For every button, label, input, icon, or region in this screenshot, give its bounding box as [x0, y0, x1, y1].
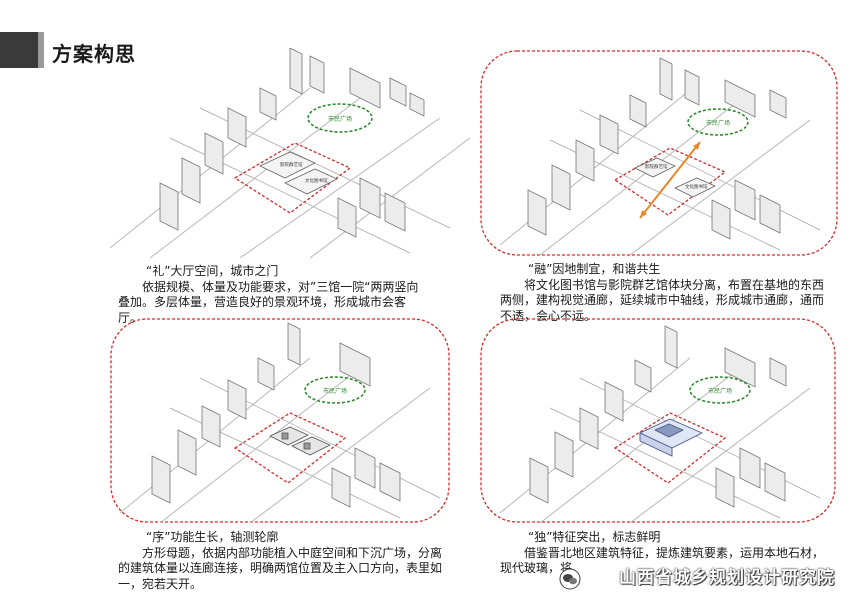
- site-model-xu: 市民广场: [110, 318, 450, 523]
- site-model-rong: 市民广场 影院群艺馆 文化图书馆: [480, 50, 838, 256]
- plaza-label: 市民广场: [323, 387, 347, 395]
- caption-title: “独”特征突出，标志鲜明: [528, 530, 661, 544]
- watermark-text: 山西省城乡规划设计研究院: [619, 568, 835, 588]
- caption-body: 方形母题，依据内部功能植入中庭空间和下沉广场，分离的建筑体量以连廊连接，明确两馆…: [118, 545, 443, 591]
- building-label: 影院群艺馆: [645, 163, 668, 170]
- plaza-label: 市民广场: [706, 119, 730, 127]
- panel-du: 市民广场: [480, 318, 836, 523]
- building-label: 影院群艺馆: [280, 161, 303, 168]
- wechat-icon: [559, 568, 581, 590]
- plaza-circle: [687, 108, 749, 136]
- site-boundary: [613, 412, 727, 484]
- site-boundary: [233, 412, 347, 484]
- caption-du: “独”特征突出，标志鲜明 借鉴晋北地区建筑特征，提炼建筑要素，运用本地石材，现代…: [500, 530, 835, 577]
- caption-rong: “融”因地制宜，和谐共生 将文化图书馆与影院群艺馆体块分离，布置在基地的东西两侧…: [500, 262, 830, 324]
- site-model-li: 市民广场 影院群艺馆 文化图书馆: [110, 48, 470, 258]
- caption-xu: “序”功能生长，轴测轮廓 方形母题，依据内部功能植入中庭空间和下沉广场，分离的建…: [118, 530, 453, 592]
- caption-li: “礼”大厅空间，城市之门 依据规模、体量及功能要求，对”三馆一院“两两竖向叠加。…: [118, 264, 428, 326]
- page-title: 方案构思: [52, 42, 136, 66]
- highlight-frame: [110, 318, 450, 523]
- site-boundary: [233, 142, 352, 214]
- panel-rong: 市民广场 影院群艺馆 文化图书馆: [480, 50, 838, 256]
- caption-title: “礼”大厅空间，城市之门: [146, 264, 279, 278]
- plaza-label: 市民广场: [328, 115, 352, 123]
- highlight-frame: [480, 50, 838, 256]
- caption-title: “融”因地制宜，和谐共生: [528, 262, 661, 276]
- caption-body: 借鉴晋北地区建筑特征，提炼建筑要素，运用本地石材，现代玻璃，将: [500, 545, 825, 576]
- site-model-du: 市民广场: [480, 318, 836, 523]
- axis-arrow: [639, 141, 701, 219]
- panel-xu: 市民广场: [110, 318, 450, 523]
- title-accent-bar: [0, 32, 44, 68]
- plaza-circle: [304, 376, 366, 404]
- square-buildings: [269, 426, 331, 456]
- caption-title: “序”功能生长，轴测轮廓: [146, 530, 279, 544]
- building-label: 文化图书馆: [305, 177, 328, 184]
- final-building: [638, 418, 704, 457]
- plaza-circle: [689, 376, 751, 404]
- panel-li: 市民广场 影院群艺馆 文化图书馆: [110, 48, 470, 258]
- caption-body: 依据规模、体量及功能要求，对”三馆一院“两两竖向叠加。多层体量，营造良好的景观环…: [118, 279, 419, 325]
- plaza-circle: [307, 103, 373, 133]
- highlight-frame: [480, 318, 836, 523]
- building-label: 文化图书馆: [685, 183, 708, 190]
- plaza-label: 市民广场: [708, 387, 732, 395]
